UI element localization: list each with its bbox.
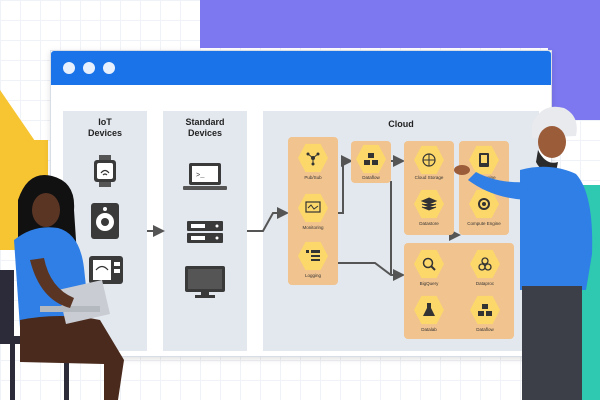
dataflow-top-node[interactable] [356,144,386,174]
analytics-group: BigQuery Dataproc Datalab Dataflow [404,243,514,339]
monitoring-icon [305,201,321,213]
datalab-node[interactable] [414,295,444,325]
datalab-icon [423,303,435,316]
datalab-label: Datalab [421,327,437,332]
logging-icon [306,250,320,261]
dataproc-icon [478,257,492,271]
purple-accent-shape [200,0,600,48]
smartwatch-icon [93,155,117,187]
cloud-storage-label: Cloud Storage [414,175,444,180]
bigquery-node[interactable] [414,249,444,279]
window-dot-2 [83,62,95,74]
dataflow-top-label: Dataflow [362,175,380,180]
cloud-title: Cloud [388,119,414,129]
thermostat-icon [89,256,123,284]
pubsub-icon [306,152,320,166]
monitoring-label: Monitoring [302,225,324,230]
server-icon [187,221,223,243]
window-dot-3 [103,62,115,74]
pubsub-label: Pub/Sub [304,175,322,180]
window-titlebar [51,51,551,85]
purple-accent-shape-side [548,0,600,120]
laptop-icon: >_ [183,163,227,193]
compute-engine-node[interactable] [469,189,499,219]
connector-arrows [147,155,461,281]
cloud-storage-icon [422,153,436,167]
dataproc-node[interactable] [470,249,500,279]
svg-text:>_: >_ [196,172,205,180]
dataflow-group: Dataflow [351,141,391,183]
cloud-storage-node[interactable] [414,145,444,175]
dataflow-bottom-icon [478,304,492,316]
iot-title-line2: Devices [87,128,123,138]
app-engine-node[interactable] [469,145,499,175]
app-engine-icon [479,153,489,167]
smart-speaker-icon [91,203,119,239]
standard-devices-panel: Standard Devices >_ [163,111,247,351]
window-dot-1 [63,62,75,74]
compute-engine-icon [478,198,490,210]
dataproc-label: Dataproc [475,281,495,286]
ingest-group: Pub/Sub Monitoring Logging [288,137,338,285]
datastore-node[interactable] [414,189,444,219]
datastore-label: Datastore [419,221,439,226]
storage-group: Cloud Storage Datastore [404,141,454,235]
bigquery-label: BigQuery [419,281,439,286]
standard-title-line1: Standard [185,117,225,127]
dataflow-icon [364,153,378,165]
logging-label: Logging [304,273,322,278]
monitor-icon [185,266,225,298]
logging-node[interactable] [298,241,328,271]
monitoring-node[interactable] [298,193,328,223]
datastore-icon [420,197,438,211]
dataflow-bottom-label: Dataflow [476,327,494,332]
dataflow-bottom-node[interactable] [470,295,500,325]
pubsub-node[interactable] [298,143,328,173]
compute-engine-label: Compute Engine [467,221,501,226]
bigquery-icon [422,257,436,271]
standard-title-line2: Devices [187,128,223,138]
iot-title-line1: IoT [98,117,112,127]
